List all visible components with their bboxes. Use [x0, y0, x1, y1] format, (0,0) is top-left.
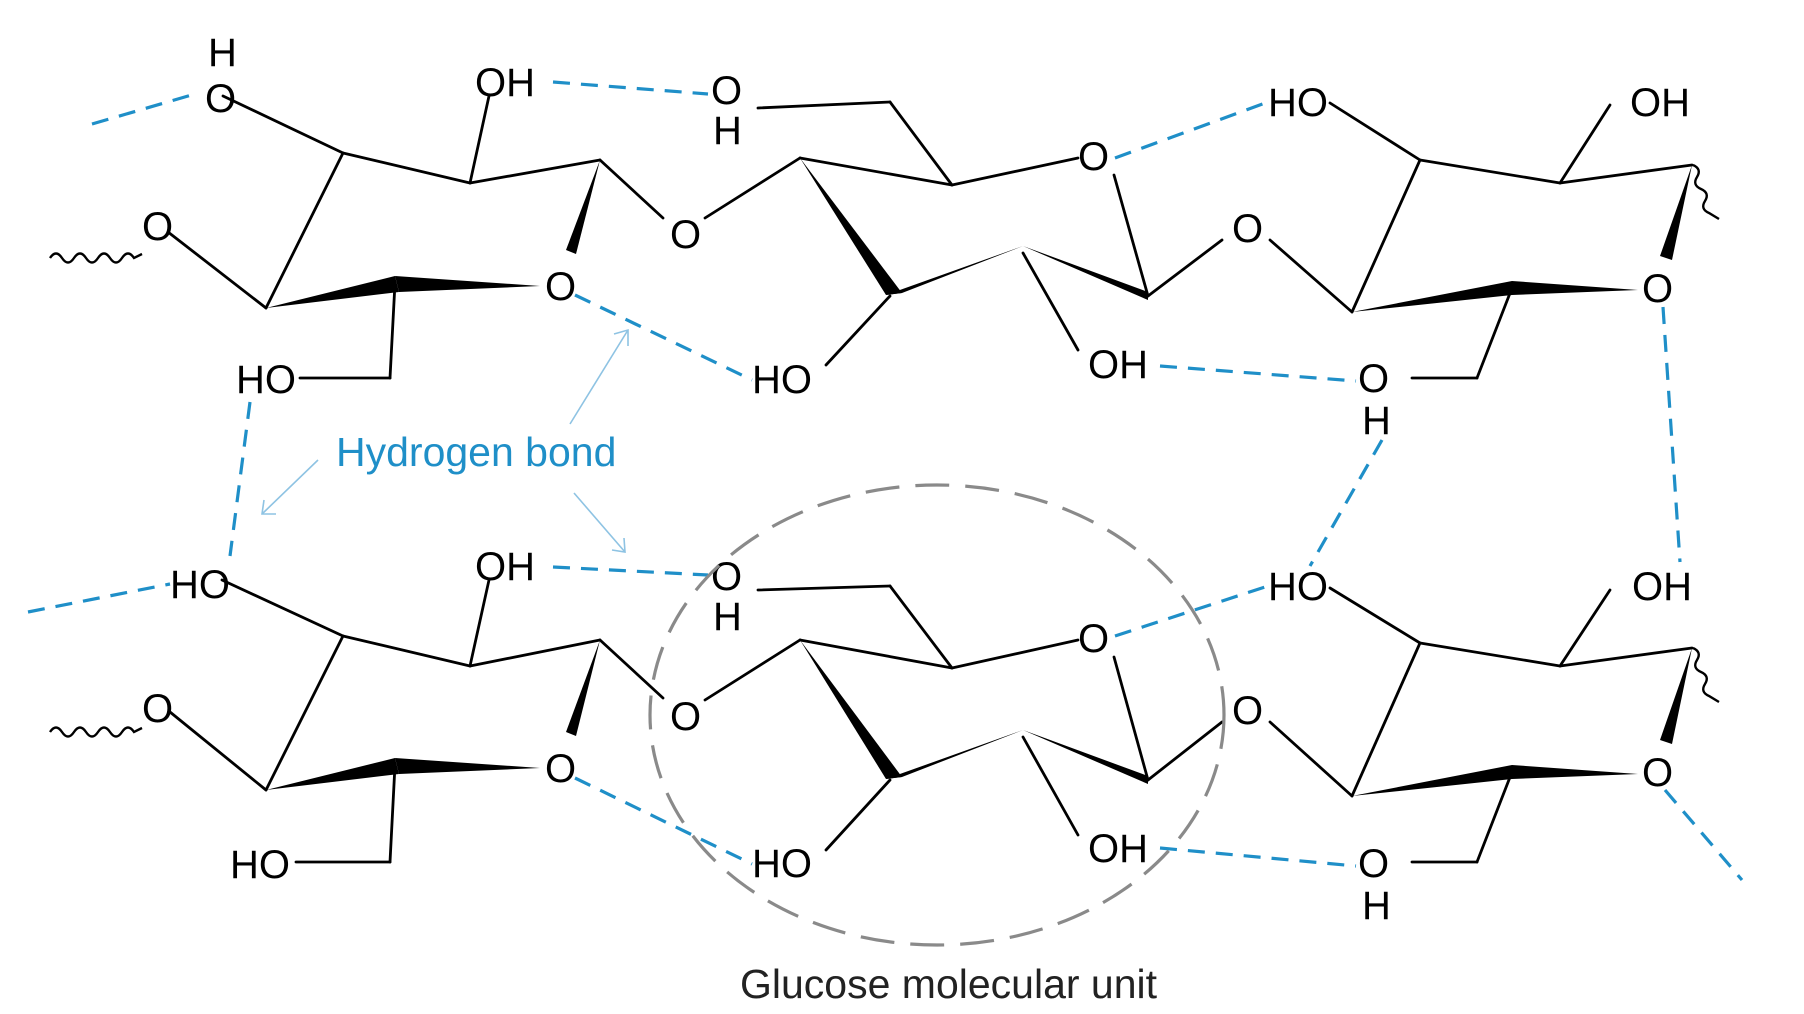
upper-cellulose-chain: O H OH O H HO OH O O O O O O HO HO OH O …	[49, 31, 1720, 443]
atom-o-hydroxyl: O	[205, 77, 236, 121]
atom-oh: OH	[1088, 343, 1148, 387]
annotation-arrow	[573, 492, 626, 553]
atom-o-ring: O	[545, 265, 576, 309]
hydrogen-bond-line	[1114, 100, 1269, 160]
atom-o-hydroxyl: O	[711, 69, 742, 113]
atom-o-ring: O	[1078, 617, 1109, 661]
atom-o-ring: O	[1642, 267, 1673, 311]
atom-h: H	[1362, 884, 1391, 928]
lower-cellulose-chain: OH HO O H HO OH O O O O O O HO HO OH O H	[49, 545, 1720, 928]
glucose-ring-upper-c	[1268, 101, 1694, 380]
atom-oh: OH	[475, 545, 535, 589]
annotation-arrow	[569, 328, 629, 425]
atom-oh: OH	[1630, 81, 1690, 125]
atom-ho: HO	[230, 843, 290, 887]
hydrogen-bond-line	[574, 776, 753, 866]
atom-ho: HO	[236, 358, 296, 402]
atom-o-glycosidic: O	[670, 695, 701, 739]
atom-o-glycosidic: O	[1232, 207, 1263, 251]
hydrogen-bond-label: Hydrogen bond	[336, 429, 616, 475]
hydrogen-bond-line	[1661, 306, 1682, 563]
atom-oh: OH	[1088, 827, 1148, 871]
hydrogen-bond-line	[1159, 846, 1357, 868]
hydrogen-bond-line	[552, 565, 709, 577]
atom-o-ring: O	[1642, 751, 1673, 795]
atom-o-hydroxyl: O	[1358, 357, 1389, 401]
glucose-unit-circle	[648, 483, 1226, 947]
hydrogen-bond-line	[228, 401, 252, 557]
hydrogen-bond-line	[1159, 364, 1357, 383]
atom-ho: HO	[1268, 81, 1328, 125]
atom-h: H	[713, 109, 742, 153]
hydrogen-bond-line	[27, 582, 171, 614]
glucose-ring-lower-a	[168, 578, 665, 864]
hydrogen-bond-line	[552, 80, 709, 96]
hydrogen-bond-annotation: Hydrogen bond	[261, 328, 629, 553]
glucose-ring-upper-a	[166, 94, 665, 380]
atom-o-glycosidic: O	[1232, 689, 1263, 733]
annotation-arrow	[261, 459, 319, 515]
chain-continuation-left	[49, 726, 143, 738]
hydrogen-bond-line	[1663, 788, 1744, 882]
atom-o-linkage: O	[142, 205, 173, 249]
atom-o-linkage: O	[142, 687, 173, 731]
atom-o-ring: O	[1078, 135, 1109, 179]
chain-continuation-right	[1692, 646, 1720, 704]
atom-ho: HO	[752, 358, 812, 402]
hydrogen-bond-line	[91, 92, 196, 126]
atom-h: H	[208, 31, 237, 75]
atom-o-hydroxyl: O	[1358, 842, 1389, 886]
hydrogen-bond-line	[1308, 439, 1384, 567]
atom-o-hydroxyl: O	[711, 555, 742, 599]
hydrogen-bond-network	[27, 80, 1744, 882]
atom-o-glycosidic: O	[670, 213, 701, 257]
chain-continuation-right	[1692, 163, 1720, 221]
atom-h: H	[1362, 399, 1391, 443]
atom-ho: HO	[170, 563, 230, 607]
atom-oh: OH	[475, 61, 535, 105]
glucose-ring-upper-b	[703, 100, 1224, 367]
glucose-ring-lower-b	[703, 584, 1224, 852]
hydrogen-bond-line	[574, 293, 753, 382]
glucose-unit-highlight: Glucose molecular unit	[648, 483, 1226, 1007]
glucose-unit-caption: Glucose molecular unit	[740, 961, 1158, 1007]
chain-continuation-left	[49, 252, 143, 264]
atom-ho: HO	[752, 842, 812, 886]
atom-oh: OH	[1632, 565, 1692, 609]
atom-ho: HO	[1268, 565, 1328, 609]
atom-o-ring: O	[545, 747, 576, 791]
atom-h: H	[713, 595, 742, 639]
glucose-ring-lower-c	[1268, 586, 1694, 864]
